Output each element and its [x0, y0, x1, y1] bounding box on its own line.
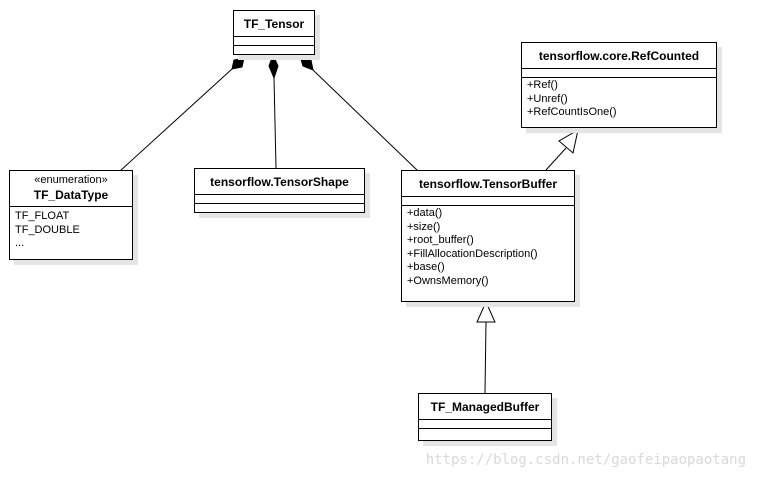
- generalization-arrow-refcounted: [558, 129, 579, 154]
- composition-line-tensorbuffer: [312, 69, 419, 172]
- enum-literal: TF_DOUBLE: [15, 223, 80, 236]
- class-name: TF_Tensor: [234, 11, 314, 37]
- operations-compartment: [419, 429, 551, 441]
- composition-diamond-tensorshape: [268, 53, 279, 80]
- class-name: TF_ManagedBuffer: [419, 394, 551, 420]
- enum-literal: TF_FLOAT: [15, 210, 70, 222]
- attributes-compartment: [195, 195, 364, 204]
- attributes-compartment: [402, 197, 574, 206]
- operation: +RefCountIsOne(): [527, 106, 617, 118]
- operation: +data(): [407, 207, 443, 219]
- class-name: TF_DataType: [33, 188, 109, 202]
- class-name: tensorflow.TensorBuffer: [402, 171, 574, 197]
- composition-diamond-tensorbuffer: [299, 55, 314, 71]
- class-tf-datatype[interactable]: «enumeration» TF_DataType TF_FLOAT TF_DO…: [9, 170, 133, 260]
- operation: +OwnsMemory(): [407, 274, 489, 287]
- class-name-compartment: «enumeration» TF_DataType: [10, 171, 132, 207]
- operations-compartment: +Ref() +Unref() +RefCountIsOne(): [522, 78, 716, 123]
- generalization-line-tensorbuffer: [484, 321, 487, 394]
- generalization-arrow-tensorbuffer: [476, 300, 496, 323]
- operations-compartment: [195, 204, 364, 216]
- watermark-text: https://blog.csdn.net/gaofeipaopaotang: [425, 452, 746, 468]
- class-name: tensorflow.TensorShape: [195, 169, 364, 195]
- class-name: tensorflow.core.RefCounted: [522, 43, 716, 69]
- composition-diamond-datatype: [231, 57, 245, 70]
- attributes-compartment: [234, 37, 314, 46]
- stereotype-label: «enumeration»: [34, 174, 108, 186]
- class-tensorbuffer[interactable]: tensorflow.TensorBuffer +data() +size() …: [401, 170, 575, 302]
- operations-compartment: +data() +size() +root_buffer() +FillAllo…: [402, 206, 574, 291]
- class-tf-managedbuffer[interactable]: TF_ManagedBuffer: [418, 393, 552, 441]
- class-refcounted[interactable]: tensorflow.core.RefCounted +Ref() +Unref…: [521, 42, 717, 128]
- operation: +base(): [407, 261, 445, 273]
- enum-literal: ...: [15, 237, 25, 249]
- class-tensorshape[interactable]: tensorflow.TensorShape: [194, 168, 365, 213]
- attributes-compartment: [522, 69, 716, 78]
- operation: +Ref(): [527, 79, 558, 91]
- composition-line-datatype: [119, 68, 233, 172]
- operation: +Unref(): [527, 92, 568, 105]
- operation: +root_buffer(): [407, 234, 474, 246]
- operations-compartment: [234, 46, 314, 58]
- operation: +FillAllocationDescription(): [407, 247, 538, 260]
- generalization-line-refcounted: [545, 147, 567, 171]
- composition-line-tensorshape: [273, 77, 277, 169]
- attributes-compartment: [419, 420, 551, 429]
- enum-literals-compartment: TF_FLOAT TF_DOUBLE ...: [10, 207, 132, 254]
- operation: +size(): [407, 220, 441, 233]
- class-tf-tensor[interactable]: TF_Tensor: [233, 10, 315, 55]
